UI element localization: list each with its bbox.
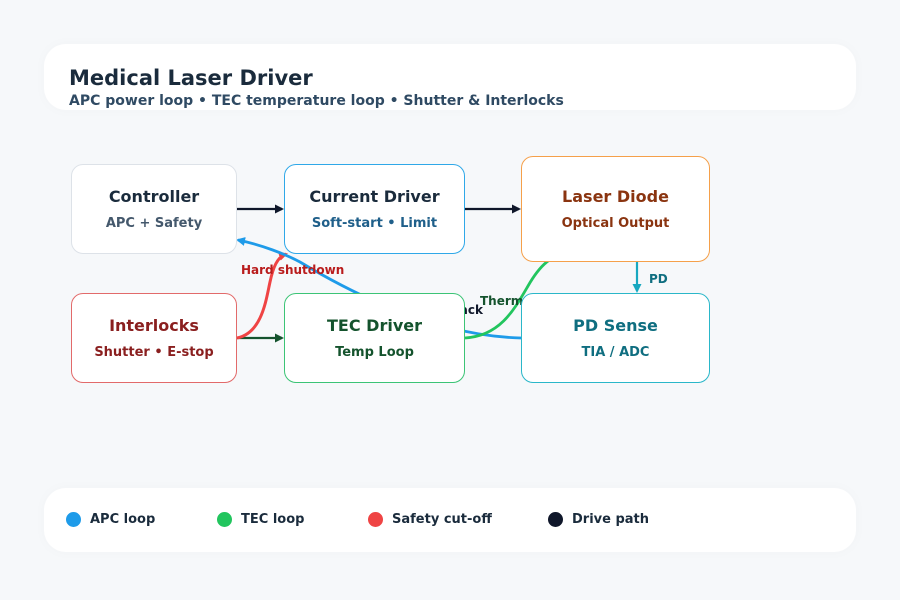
- legend-label-safety-cut-off: Safety cut-off: [392, 511, 492, 527]
- label-hard-shutdown: Hard shutdown: [241, 263, 344, 277]
- legend-label-apc-loop: APC loop: [90, 511, 156, 527]
- node-controller-title: Controller: [108, 186, 200, 206]
- node-pd-sense[interactable]: PD Sense TIA / ADC: [521, 293, 710, 383]
- node-interlocks-title: Interlocks: [109, 315, 199, 335]
- legend-dot-drive-path: [548, 511, 563, 527]
- legend-item-tec-loop: TEC loop: [217, 508, 304, 530]
- node-tec-driver[interactable]: TEC Driver Temp Loop: [284, 293, 465, 383]
- node-interlocks[interactable]: Interlocks Shutter • E-stop: [71, 293, 237, 383]
- node-current-driver-subtitle: Soft-start • Limit: [311, 215, 438, 231]
- node-laser-diode-subtitle: Optical Output: [561, 215, 670, 231]
- node-pd-sense-title: PD Sense: [573, 315, 658, 335]
- page-subtitle: APC power loop • TEC temperature loop • …: [69, 93, 564, 109]
- node-laser-diode-title: Laser Diode: [562, 186, 669, 206]
- node-pd-sense-subtitle: TIA / ADC: [581, 344, 650, 360]
- legend-dot-safety-cut-off: [368, 511, 383, 527]
- legend-dot-tec-loop: [217, 511, 232, 527]
- node-interlocks-subtitle: Shutter • E-stop: [94, 344, 214, 360]
- legend-item-drive-path: Drive path: [548, 508, 649, 530]
- legend-card: [44, 488, 856, 552]
- node-tec-driver-subtitle: Temp Loop: [335, 344, 414, 360]
- node-current-driver[interactable]: Current Driver Soft-start • Limit: [284, 164, 465, 254]
- node-tec-driver-title: TEC Driver: [327, 315, 422, 335]
- node-controller[interactable]: Controller APC + Safety: [71, 164, 237, 254]
- header-card: [44, 44, 856, 110]
- legend-dot-apc-loop: [66, 511, 81, 527]
- label-pd: PD: [649, 272, 668, 286]
- legend-item-apc-loop: APC loop: [66, 508, 155, 530]
- edge-hard-shutdown: [236, 251, 288, 340]
- node-current-driver-title: Current Driver: [309, 186, 440, 206]
- page-title: Medical Laser Driver: [69, 66, 313, 90]
- node-laser-diode[interactable]: Laser Diode Optical Output: [521, 156, 710, 262]
- legend-label-drive-path: Drive path: [572, 511, 650, 527]
- node-controller-subtitle: APC + Safety: [105, 215, 203, 231]
- legend-item-safety-cut-off: Safety cut-off: [368, 508, 492, 530]
- legend-label-tec-loop: TEC loop: [241, 511, 305, 527]
